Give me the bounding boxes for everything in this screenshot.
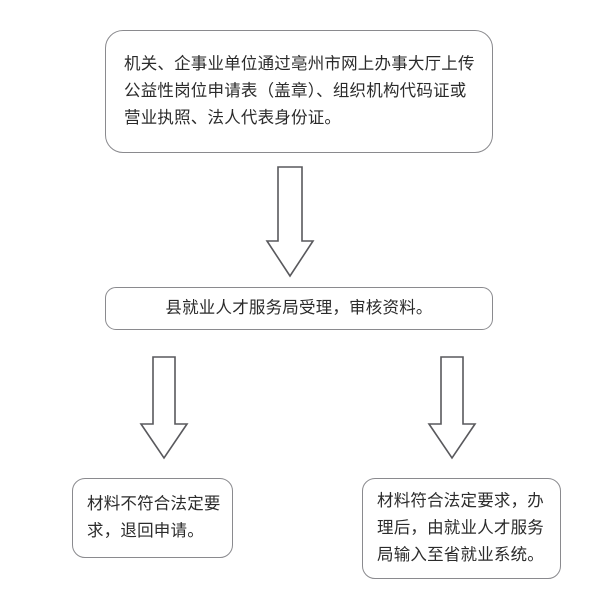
- flow-node-materials-rejected-text: 材料不符合法定要求，退回申请。: [87, 494, 221, 540]
- arrow-down-upload-to-review: [265, 166, 315, 278]
- flow-node-review-materials: 县就业人才服务局受理，审核资料。: [105, 287, 493, 330]
- arrow-down-review-to-approved: [427, 356, 477, 460]
- flow-node-materials-approved-text: 材料符合法定要求，办理后，由就业人才服务局输入至省就业系统。: [377, 491, 544, 564]
- flow-node-review-materials-text: 县就业人才服务局受理，审核资料。: [165, 298, 433, 318]
- flow-node-upload-materials-text: 机关、企事业单位通过亳州市网上办事大厅上传公益性岗位申请表（盖章）、组织机构代码…: [124, 54, 475, 127]
- flow-node-materials-approved: 材料符合法定要求，办理后，由就业人才服务局输入至省就业系统。: [362, 478, 561, 579]
- arrow-down-review-to-rejected: [139, 356, 189, 460]
- flow-node-materials-rejected: 材料不符合法定要求，退回申请。: [72, 478, 233, 558]
- flow-node-upload-materials: 机关、企事业单位通过亳州市网上办事大厅上传公益性岗位申请表（盖章）、组织机构代码…: [105, 30, 493, 153]
